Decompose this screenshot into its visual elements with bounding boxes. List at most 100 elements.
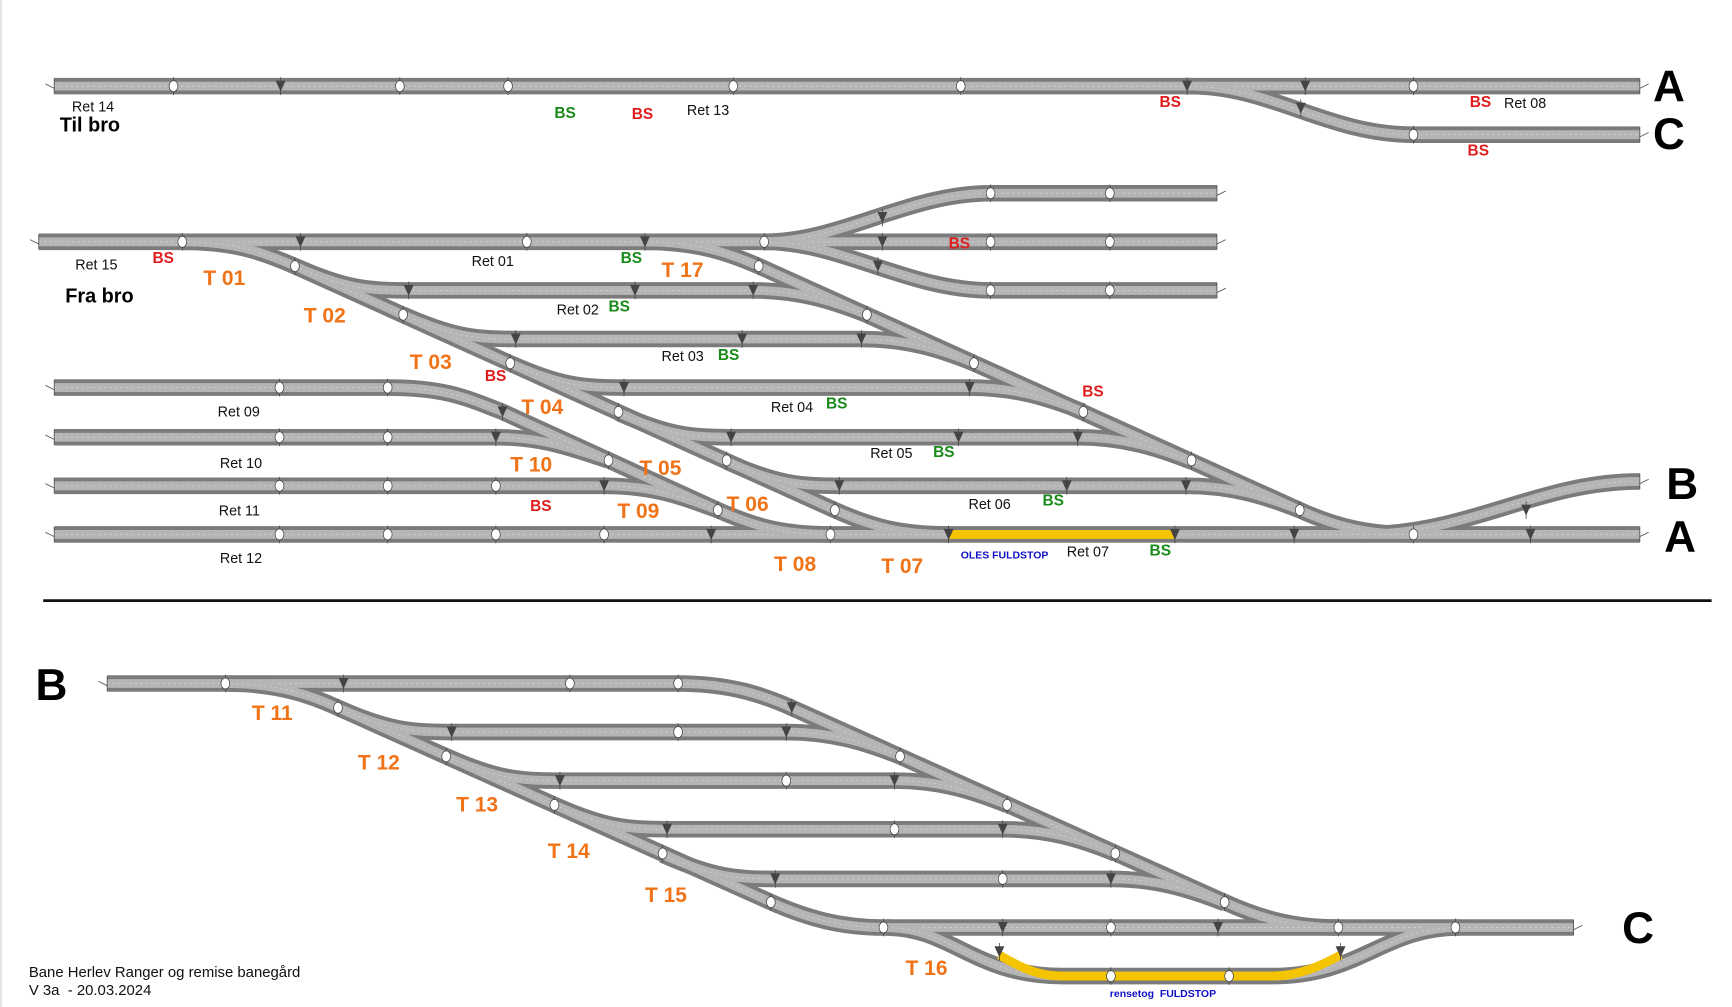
connector-c: C (1622, 904, 1654, 953)
isolation-point-icon (220, 677, 231, 690)
label-til-bro: Til bro (60, 114, 120, 136)
turnout-motor-icon (834, 480, 845, 492)
turnout-t17: T 17 (662, 259, 704, 282)
turnout-t15: T 15 (645, 884, 687, 907)
track-segment-surface (508, 359, 1085, 416)
buffer-stop-icon (1216, 185, 1226, 201)
isolation-point-icon (713, 504, 723, 517)
isolation-point-icon (759, 235, 770, 248)
isolation-point-icon (599, 528, 609, 541)
turnout-motor-icon (403, 284, 414, 296)
turnout-motor-icon (497, 406, 508, 418)
isolation-point-icon (441, 750, 452, 763)
turnout-motor-icon (994, 946, 1005, 958)
bs-marker: BS (609, 298, 630, 315)
track-centerline (54, 485, 718, 511)
turnout-motor-icon (997, 921, 1008, 934)
label-ret04: Ret 04 (771, 400, 813, 416)
label-ret11: Ret 11 (219, 504, 260, 520)
turnout-motor-icon (877, 236, 888, 248)
isolation-point-icon (878, 921, 889, 934)
turnout-motor-icon (1061, 480, 1072, 492)
isolation-point-icon (274, 528, 285, 541)
track-centerline (402, 314, 975, 364)
track-centerline (1360, 480, 1640, 535)
isolation-point-icon (1224, 970, 1234, 982)
connector-b: B (35, 661, 67, 710)
turnout-t01: T 01 (203, 267, 245, 290)
label-ret12: Ret 12 (220, 551, 262, 567)
turnout-motor-icon (726, 431, 737, 443)
isolation-point-icon (1219, 896, 1230, 909)
turnout-motor-icon (997, 823, 1008, 835)
connector-c: C (1653, 110, 1685, 159)
turnout-t12: T 12 (358, 752, 400, 775)
bs-marker: BS (718, 347, 739, 364)
isolation-point-icon (274, 431, 285, 444)
turnout-motor-icon (786, 702, 797, 714)
turnout-t06: T 06 (727, 493, 769, 516)
connector-a: A (1664, 513, 1696, 562)
isolation-point-icon (1450, 921, 1461, 934)
buffer-stop-icon (1639, 126, 1649, 143)
isolation-point-icon (382, 381, 393, 394)
isolation-point-icon (825, 528, 836, 541)
buffer-stop-icon (1216, 282, 1226, 299)
turnout-motor-icon (446, 726, 457, 738)
bs-marker: BS (1470, 94, 1491, 111)
turnout-motor-icon (639, 236, 650, 248)
bs-marker: BS (621, 250, 642, 267)
isolation-point-icon (505, 357, 516, 370)
isolation-point-icon (565, 677, 575, 690)
turnout-t11: T 11 (252, 702, 293, 725)
isolation-point-icon (1408, 128, 1419, 141)
bs-marker: BS (485, 368, 506, 385)
turnout-motor-icon (1289, 528, 1300, 540)
bs-marker: BS (632, 106, 653, 123)
turnout-motor-icon (295, 236, 306, 248)
isolation-point-icon (895, 750, 905, 763)
turnout-motor-icon (889, 775, 900, 787)
isolation-point-icon (1110, 847, 1121, 860)
isolation-point-icon (657, 847, 668, 860)
turnout-motor-icon (662, 823, 673, 835)
buffer-stop-icon (45, 379, 55, 396)
turnout-motor-icon (1105, 873, 1116, 885)
isolation-point-icon (522, 235, 532, 248)
turnout-motor-icon (1525, 528, 1536, 540)
track-segment-surface (660, 850, 1227, 908)
track-segment-surface (444, 752, 1009, 810)
isolation-point-icon (1106, 970, 1116, 982)
buffer-stop-icon (1573, 919, 1583, 936)
bs-marker: BS (1042, 493, 1063, 510)
bs-marker: BS (1468, 143, 1489, 160)
isolation-point-icon (985, 284, 996, 297)
turnout-motor-icon (877, 212, 888, 224)
isolation-point-icon (274, 479, 285, 492)
turnout-motor-icon (1521, 504, 1532, 516)
track-ends (29, 78, 1649, 936)
buffer-stop-icon (98, 675, 108, 692)
turnout-motor-icon (338, 677, 349, 689)
label-ret15: Ret 15 (75, 257, 117, 273)
isolation-point-icon (1333, 921, 1344, 934)
fuldstop-section (997, 951, 1343, 981)
isolation-point-icon (1106, 921, 1116, 934)
bs-marker: BS (949, 235, 970, 252)
isolation-point-icon (1408, 80, 1419, 93)
track-segment-surface (336, 703, 902, 761)
turnout-motor-icon (856, 333, 867, 345)
turnout-motor-icon (275, 80, 286, 92)
label-oles-fuldstop: OLES FULDSTOP (961, 551, 1049, 562)
buffer-stop-icon (1639, 526, 1649, 543)
isolation-point-icon (985, 187, 996, 200)
isolation-point-icon (503, 80, 513, 93)
isolation-point-icon (1294, 504, 1305, 517)
buffer-stop-icon (1216, 234, 1226, 250)
turnout-motor-icon (1181, 480, 1191, 492)
label-ret13: Ret 13 (687, 103, 729, 119)
turnout-motor-icon (1295, 102, 1306, 114)
turnout-motor-icon (510, 333, 521, 345)
turnout-t07: T 07 (881, 555, 923, 578)
turnout-motor-icon (490, 431, 501, 443)
